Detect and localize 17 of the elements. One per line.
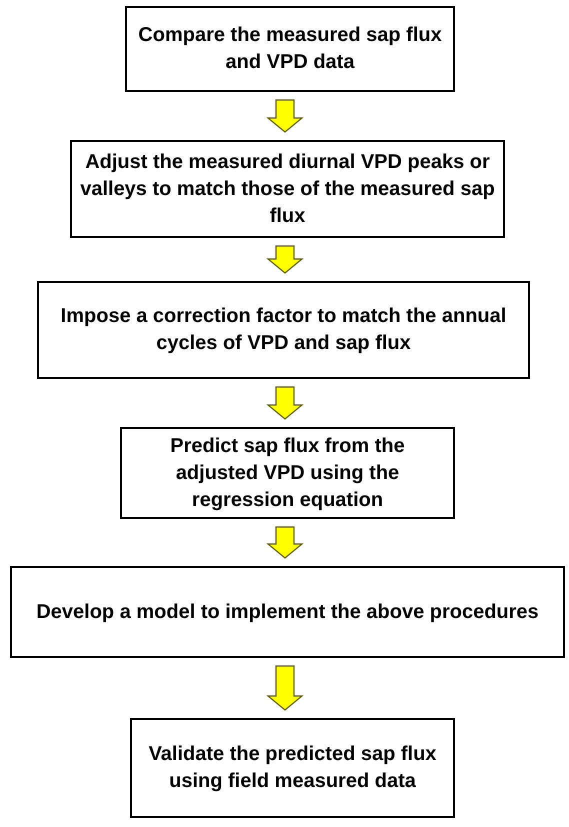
step-text: Adjust the measured diurnal VPD peaks or valleys to match those of the measured sap flux bbox=[80, 150, 495, 228]
block-arrow bbox=[266, 665, 304, 711]
step-text: Develop a model to implement the above procedures bbox=[36, 600, 539, 624]
process-box bbox=[37, 281, 530, 379]
block-arrow bbox=[266, 245, 304, 274]
step-text: Compare the measured sap flux and VPD data bbox=[137, 23, 443, 75]
process-box bbox=[120, 427, 455, 519]
step-text: Predict sap flux from the adjusted VPD using the regression equation bbox=[169, 434, 406, 512]
process-box bbox=[130, 718, 455, 818]
process-box bbox=[70, 140, 505, 238]
process-box bbox=[125, 6, 455, 92]
step-text: Validate the predicted sap flux using field measured data bbox=[148, 742, 438, 794]
block-arrow bbox=[266, 386, 304, 420]
block-arrow bbox=[266, 526, 304, 559]
block-arrow bbox=[266, 99, 304, 133]
process-box bbox=[10, 566, 565, 658]
step-text: Impose a correction factor to match the annual cycles of VPD and sap flux bbox=[60, 304, 508, 356]
